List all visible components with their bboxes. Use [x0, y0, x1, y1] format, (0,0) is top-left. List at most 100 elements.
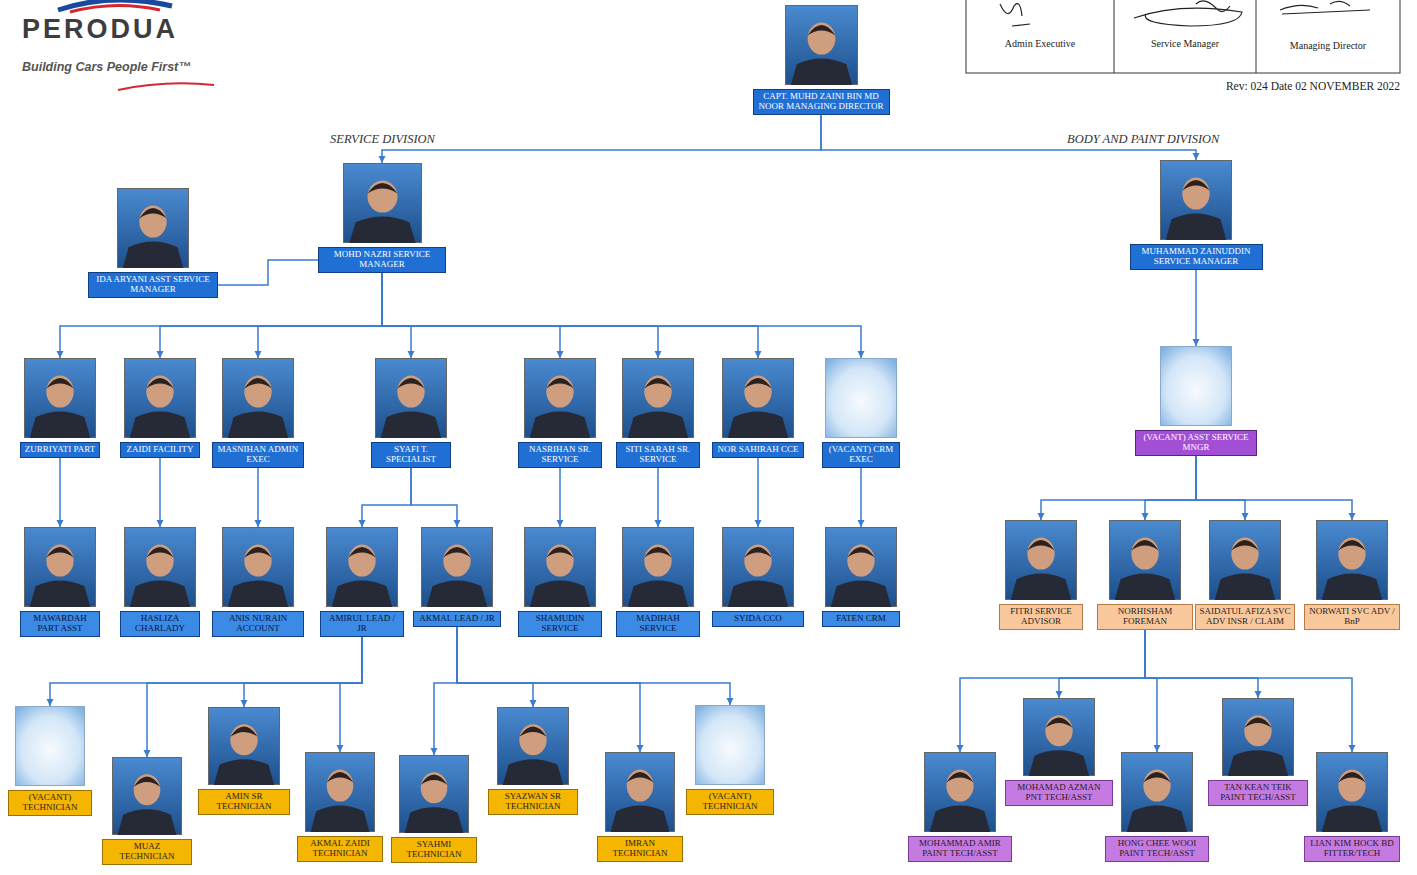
name-plate: HASLIZA CHARLADY: [120, 611, 200, 637]
person-head: [244, 545, 271, 577]
person-hair: [1131, 540, 1158, 550]
person-hair: [1182, 180, 1209, 190]
reporting-line: [1145, 630, 1157, 752]
org-node: (VACANT) CRM EXEC: [822, 358, 900, 468]
photo-background: [525, 528, 596, 607]
name-title: IDA ARYANI ASST SERVICE MANAGER: [92, 275, 214, 295]
portrait-photo: [24, 527, 96, 607]
portrait-photo: [112, 757, 182, 835]
person-head: [627, 770, 654, 802]
person-head: [443, 545, 470, 577]
person-shoulders: [30, 581, 90, 607]
org-node: TAN KEAN TEIK PAINT TECH/ASST: [1208, 698, 1308, 806]
reporting-line: [1145, 630, 1258, 698]
photo-background: [1024, 699, 1095, 776]
person-hair: [1143, 772, 1170, 782]
name-title: ZAIDI FACILITY: [124, 445, 196, 455]
photo-background: [1161, 161, 1232, 240]
name-title: NORHISHAM FOREMAN: [1101, 607, 1189, 627]
person-head: [1131, 538, 1158, 570]
person-hair: [46, 378, 73, 388]
person-shoulders: [381, 412, 441, 438]
photo-background: [925, 753, 996, 832]
person-shoulders: [123, 242, 183, 268]
person-shoulders: [130, 581, 190, 607]
person-head: [327, 770, 354, 802]
name-title: SYIDA CCO: [716, 614, 800, 624]
name-plate: SHAMUDIN SERVICE: [518, 611, 602, 637]
photo-background: [125, 359, 196, 438]
name-plate: FITRI SERVICE ADVISOR: [999, 604, 1083, 630]
portrait-photo: [1160, 160, 1232, 240]
person-head: [744, 545, 771, 577]
person-shoulders: [332, 581, 392, 607]
reporting-line: [244, 637, 362, 707]
signature-caption: Service Manager: [1151, 38, 1219, 50]
photo-background: [1317, 753, 1388, 832]
name-title: (VACANT) TECHNICIAN: [690, 792, 770, 812]
division-heading: SERVICE DIVISION: [328, 132, 437, 146]
name-plate: SAIDATUL AFIZA SVC ADV INSR / CLAIM: [1195, 604, 1295, 630]
person-shoulders: [311, 806, 370, 832]
portrait-photo: [343, 163, 422, 243]
portrait-photo: [222, 527, 294, 607]
org-node: SAIDATUL AFIZA SVC ADV INSR / CLAIM: [1195, 520, 1295, 630]
portrait-photo: [825, 358, 897, 438]
org-node: (VACANT) ASST SERVICE MNGR: [1135, 346, 1257, 456]
photo-background: [623, 359, 694, 438]
portrait-photo: [722, 527, 794, 607]
revision-note: Rev: 024 Date 02 NOVEMBER 2022: [1226, 80, 1400, 93]
portrait-photo: [124, 527, 196, 607]
name-plate: FATEN CRM: [822, 611, 900, 627]
reporting-line: [1041, 456, 1196, 520]
person-shoulders: [1011, 574, 1071, 600]
reporting-line: [457, 627, 730, 705]
reporting-line: [960, 630, 1145, 752]
person-head: [230, 724, 257, 755]
photo-background: [209, 708, 280, 785]
person-shoulders: [1115, 574, 1175, 600]
reporting-line: [1196, 456, 1352, 520]
name-title: NORWATI SVC ADV / BnP: [1308, 607, 1396, 627]
org-node: (VACANT) TECHNICIAN: [8, 706, 92, 816]
photo-background: [1110, 521, 1181, 600]
name-title: NASRIHAN SR. SERVICE: [522, 445, 598, 465]
portrait-photo: [722, 358, 794, 438]
name-plate: SITI SARAH SR. SERVICE: [616, 442, 700, 468]
person-head: [348, 545, 375, 577]
name-title: AKMAL LEAD / JR: [417, 614, 497, 624]
signature: [1134, 1, 1242, 26]
photo-background: [125, 528, 196, 607]
vacant-photo: [826, 359, 897, 438]
person-hair: [627, 772, 654, 782]
person-head: [397, 376, 424, 408]
reporting-line: [147, 637, 362, 757]
name-plate: (VACANT) TECHNICIAN: [8, 790, 92, 816]
reporting-line: [411, 468, 457, 527]
name-plate: AMIRUL LEAD / JR: [320, 611, 404, 637]
person-hair: [139, 208, 166, 218]
reporting-line: [382, 273, 411, 358]
name-title: SITI SARAH SR. SERVICE: [620, 445, 696, 465]
person-hair: [443, 547, 470, 557]
person-hair: [134, 777, 161, 787]
org-node: MASNIHAN ADMIN EXEC: [212, 358, 304, 468]
name-title: LIAN KIM HOCK BD FITTER/TECH: [1308, 839, 1396, 859]
person-hair: [244, 547, 271, 557]
name-title: AKMAL ZAIDI TECHNICIAN: [301, 839, 379, 859]
portrait-photo: [825, 527, 897, 607]
photo-background: [723, 528, 794, 607]
reporting-line: [657, 468, 659, 527]
person-head: [1045, 715, 1072, 746]
person-head: [847, 545, 874, 577]
org-node: NOR SAHIRAH CCE: [712, 358, 804, 458]
person-hair: [744, 378, 771, 388]
reporting-line: [1145, 630, 1352, 752]
portrait-photo: [124, 358, 196, 438]
reporting-line: [382, 115, 821, 163]
person-shoulders: [30, 412, 90, 438]
org-node: SYAZWAN SR TECHNICIAN: [488, 707, 578, 815]
org-node: MOHAMAD AZMAN PNT TECH/ASST: [1005, 698, 1113, 806]
person-hair: [397, 378, 424, 388]
person-hair: [1045, 718, 1072, 728]
